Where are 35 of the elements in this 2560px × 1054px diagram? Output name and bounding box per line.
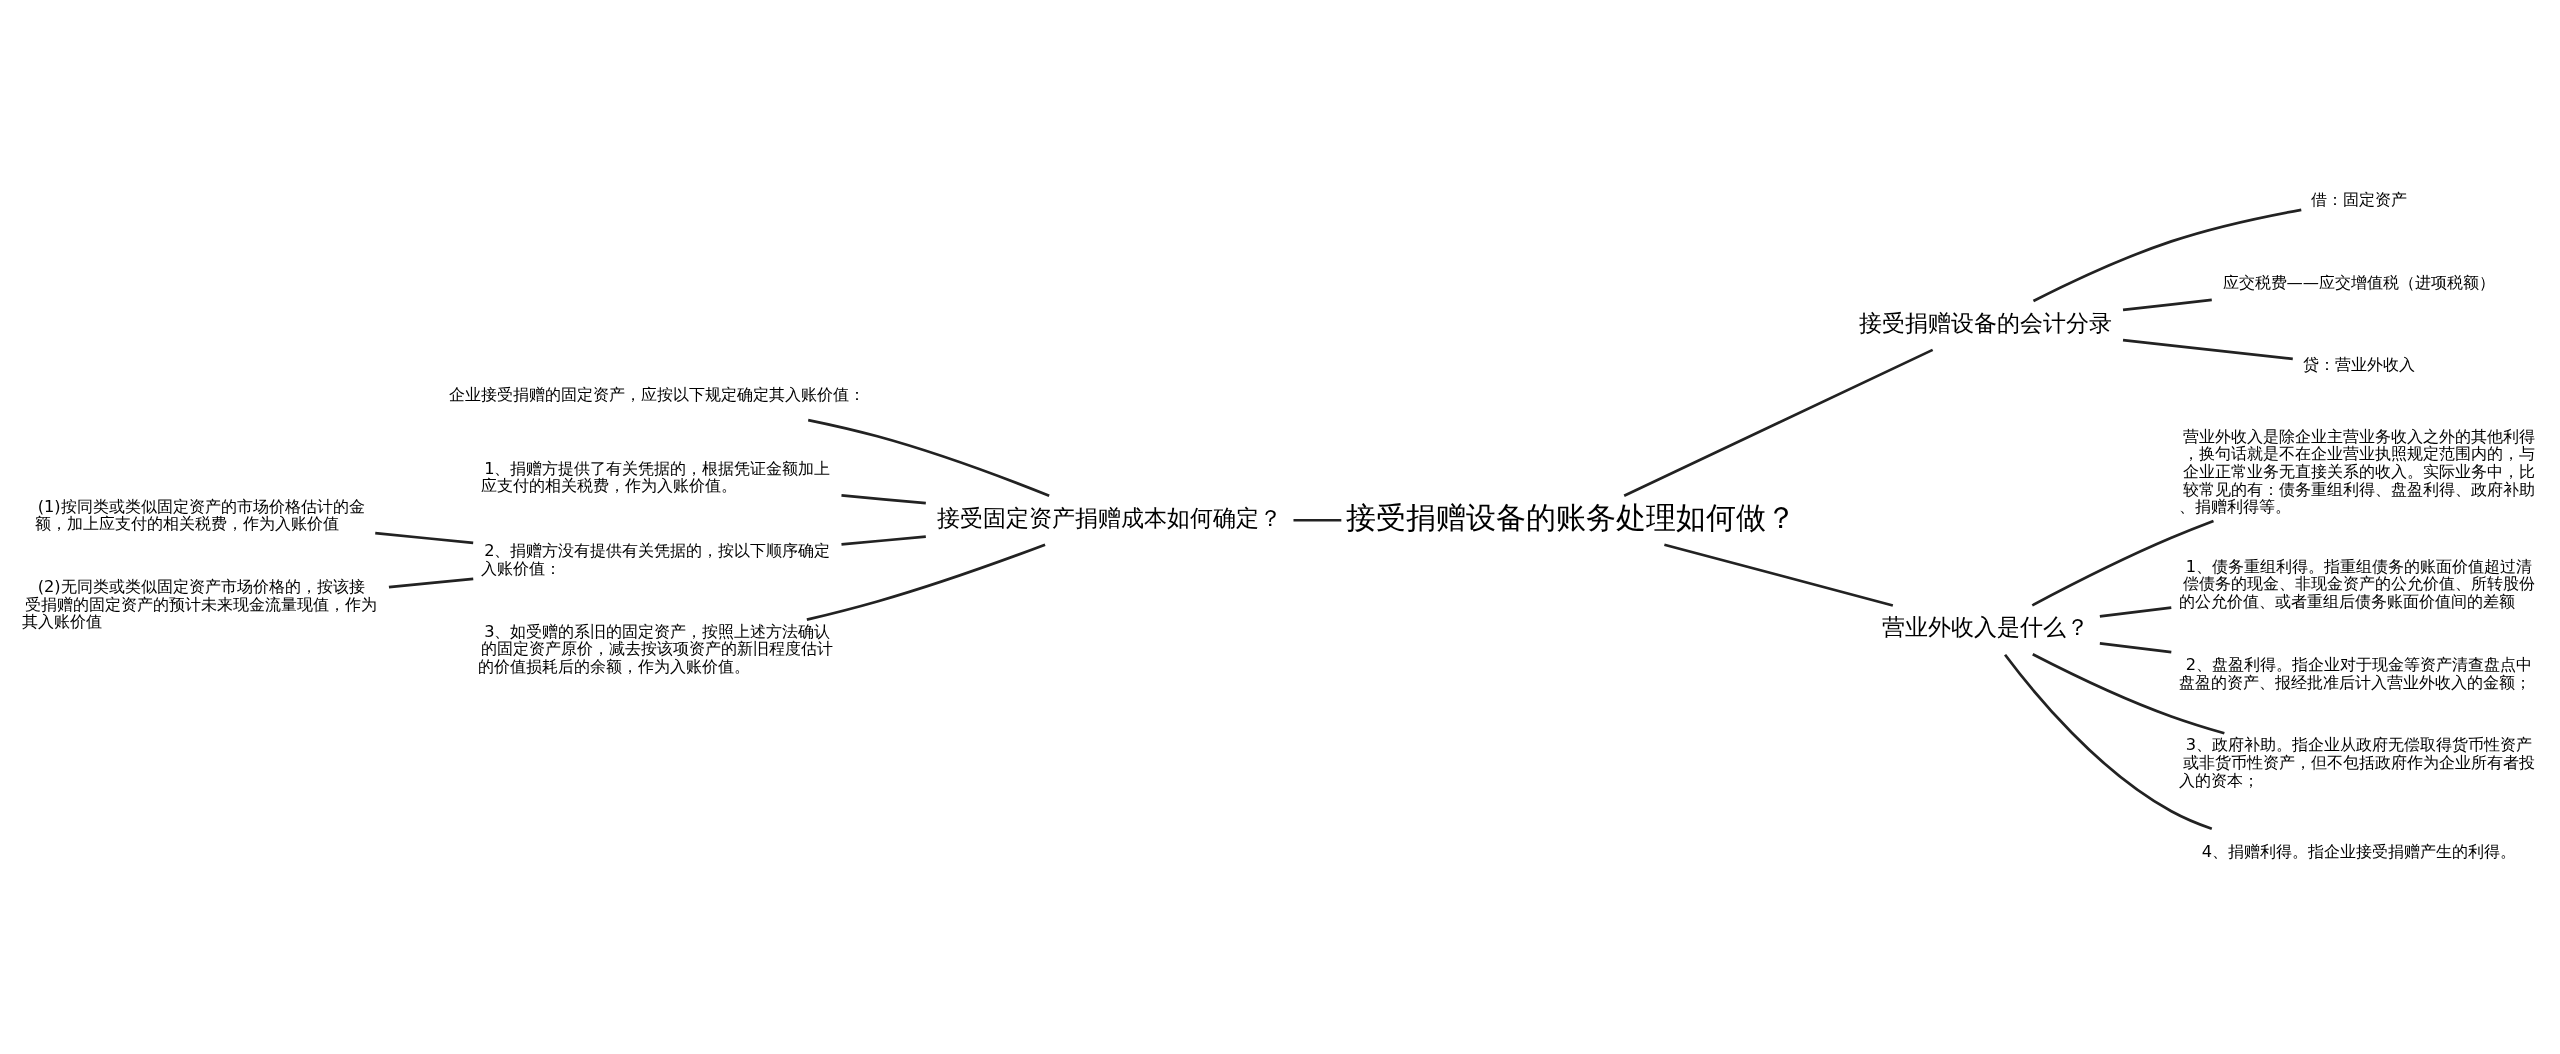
node-text: 2、捐赠方没有提供有关凭据的，按以下顺序确定入账价值： (481, 541, 831, 578)
connector (841, 535, 926, 546)
node-text: (2)无同类或类似固定资产市场价格的，按该接受捐赠的固定资产的预计未来现金流量现值，作为其入账价值 (21, 577, 378, 632)
node-text: 应交税费——应交增值税（进项税额） (2222, 272, 2496, 292)
connector (1664, 543, 1894, 607)
node-text: 4、捐赠利得。指企业接受捐赠产生的利得。 (2201, 842, 2516, 862)
connector (375, 531, 474, 545)
connector (2004, 654, 2213, 831)
node-text: 借：固定资产 (2310, 189, 2407, 209)
node-text: 1、债务重组利得。指重组债务的账面价值超过清偿债务的现金、非现金资产的公允价值、所转股份的公允价值、或者重组后债务账面价值间的差额 (2179, 556, 2535, 611)
connector (1623, 348, 1934, 497)
node-text: 贷：营业外收入 (2302, 355, 2415, 375)
node-text: 3、如受赠的系旧的固定资产，按照上述方法确认的固定资产原价，减去按该项资产的新旧程度估计的价值损耗后的余额，作为入账价值。 (477, 621, 834, 676)
node-text: 接受固定资产捐赠成本如何确定？ (936, 504, 1282, 531)
node-text: 企业接受捐赠的固定资产，应按以下规定确定其入账价值： (449, 384, 866, 404)
connector (841, 494, 926, 505)
node-text: 营业外收入是除企业主营业务收入之外的其他利得，换句话就是不在企业营业执照规定范围内的，与企业正常业务无直接关系的收入。实际业务中，比较常见的有：债务重组利得、盘盈利得、政府补助、捐赠利得等。 (2179, 426, 2535, 517)
node-text: 1、捐赠方提供了有关凭据的，根据凭证金额加上应支付的相关税费，作为入账价值。 (481, 458, 831, 496)
connector (807, 418, 1050, 497)
node-text: 接受捐赠设备的账务处理如何做？ (1346, 499, 1797, 535)
node-text: 接受捐赠设备的会计分录 (1859, 309, 2113, 336)
node-text: (1)按同类或类似固定资产的市场价格估计的金额，加上应支付的相关税费，作为入账价值 (35, 496, 365, 534)
connector (806, 543, 1046, 621)
node-text: 2、盘盈利得。指企业对于现金等资产清查盘点中盘盈的资产、报经批准后计入营业外收入的金额； (2179, 654, 2532, 692)
connector (2032, 208, 2302, 303)
node-text: 3、政府补助。指企业从政府无偿取得货币性资产或非货币性资产，但不包括政府作为企业所有者投入的资本； (2179, 735, 2535, 790)
connector (2122, 338, 2293, 361)
connector (1293, 518, 1342, 522)
connector (388, 577, 474, 589)
connector (2122, 298, 2212, 312)
connector (2099, 606, 2172, 618)
connector (2032, 653, 2225, 735)
connector (2099, 642, 2172, 654)
connector (2031, 519, 2214, 607)
node-text: 营业外收入是什么？ (1882, 614, 2090, 641)
